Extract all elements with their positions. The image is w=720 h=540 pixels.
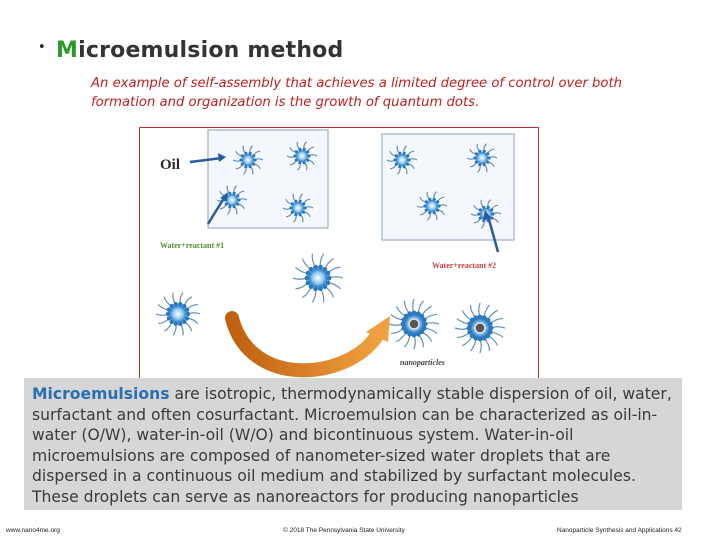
reactant2-pointer-arrow — [486, 215, 500, 253]
reverse-micelle — [282, 193, 314, 223]
description-text: are isotropic, thermodynamically stable … — [32, 385, 672, 506]
oil-phase-box-2 — [381, 133, 515, 241]
label-reactant1: Water+reactant #1 — [160, 241, 224, 250]
reverse-micelle — [155, 292, 201, 336]
label-oil: Oil — [160, 157, 180, 173]
micelle-group — [155, 141, 506, 354]
footer-course-page: Nanoparticle Synthesis and Applications … — [557, 527, 682, 534]
oil-phase-box-1 — [207, 129, 329, 229]
reverse-micelle — [386, 145, 418, 175]
bullet-point: • — [38, 40, 46, 55]
slide-title: Microemulsion method — [56, 38, 343, 63]
microemulsion-diagram: Oil Water+reactant #1 Water+reactant #2 … — [139, 127, 539, 379]
title-rest: icroemulsion method — [78, 38, 344, 63]
description-lead: Microemulsions — [32, 385, 170, 403]
reactant1-pointer-arrowhead — [220, 192, 228, 201]
mixing-arrowhead — [366, 316, 390, 342]
reverse-micelle — [232, 145, 264, 175]
label-reactant2: Water+reactant #2 — [432, 261, 496, 270]
label-nanoparticles: nanoparticles — [400, 358, 445, 367]
reactant2-pointer-arrowhead — [483, 210, 491, 220]
footer-copyright: © 2018 The Pennsylvania State University — [283, 527, 405, 534]
reactant1-pointer-arrow — [206, 197, 226, 225]
oil-pointer-arrow — [189, 156, 223, 164]
description-box: Microemulsions are isotropic, thermodyna… — [24, 378, 682, 510]
nanoparticle-micelle — [388, 298, 440, 350]
footer-website: www.nano4me.org — [6, 527, 60, 534]
nanoparticle-micelle — [454, 302, 506, 354]
intro-text: An example of self-assembly that achieve… — [91, 76, 623, 110]
reverse-micelle — [416, 191, 448, 221]
mixing-arrow — [225, 311, 385, 378]
diagram-canvas: Oil Water+reactant #1 Water+reactant #2 … — [155, 129, 515, 378]
reverse-micelle — [292, 253, 344, 303]
reverse-micelle — [286, 141, 318, 171]
title-first-letter: M — [56, 38, 79, 63]
oil-pointer-arrowhead — [218, 153, 226, 162]
reverse-micelle — [466, 143, 498, 173]
